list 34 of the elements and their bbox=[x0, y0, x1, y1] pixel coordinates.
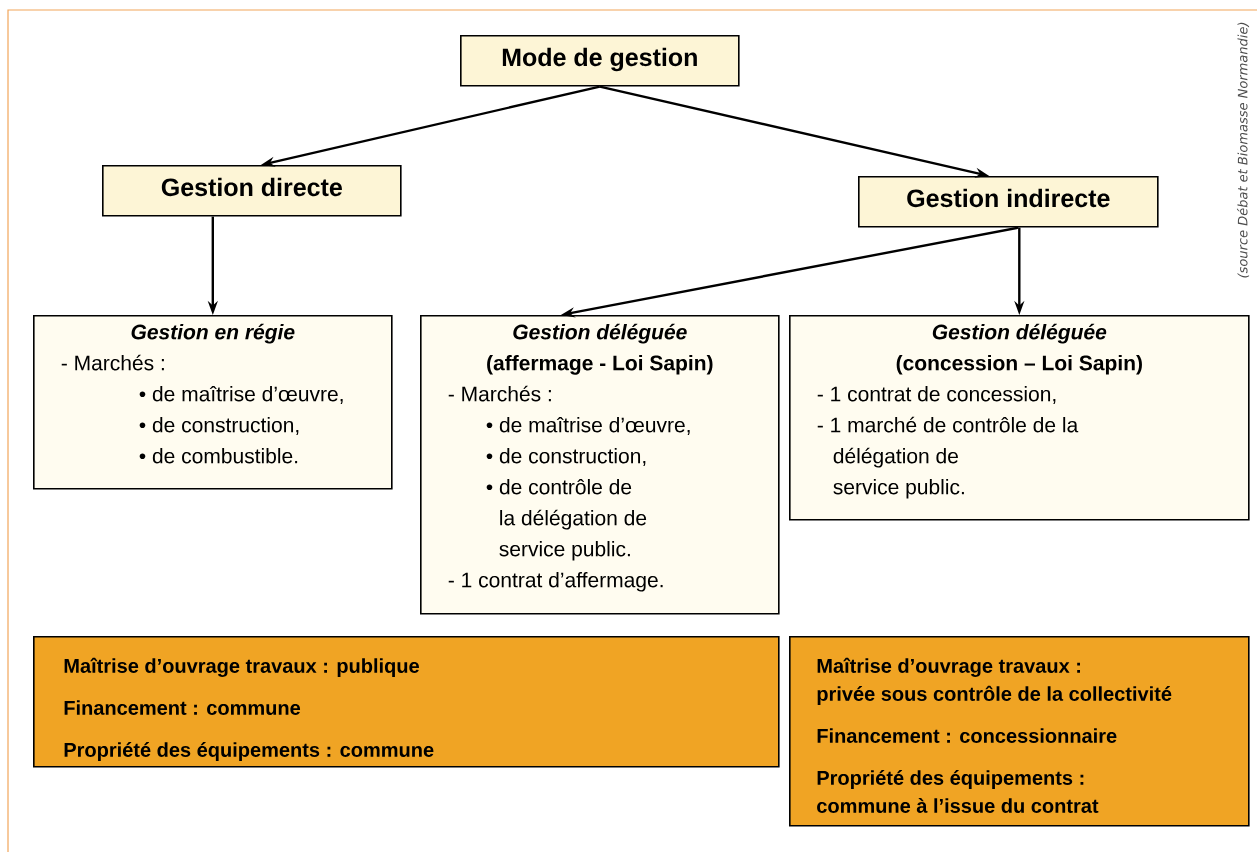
heading-text: (affermage - Loi Sapin) bbox=[487, 355, 713, 375]
heading-text: Mode de gestion bbox=[502, 47, 697, 72]
summary-box bbox=[33, 636, 780, 768]
description-box bbox=[33, 315, 393, 490]
description-box bbox=[420, 315, 780, 615]
list-item: - 1 contrat d’affermage. bbox=[448, 572, 663, 592]
info-line: Propriété des équipements : commune bbox=[64, 742, 434, 761]
info-line: Financement : concessionnaire bbox=[817, 728, 1117, 743]
heading-text: Gestion en régie bbox=[131, 323, 295, 344]
list-item: - 1 contrat de concession, bbox=[817, 386, 1056, 404]
info-line: Maîtrise d’ouvrage travaux : publique bbox=[64, 657, 419, 677]
source-note: (source Débat et Biomasse Normandie) bbox=[1236, 22, 1250, 278]
list-item: • de maîtrise d’œuvre, bbox=[139, 385, 343, 404]
heading-text: (concession – Loi Sapin) bbox=[896, 355, 1142, 375]
list-item: - 1 marché de contrôle de la délégation de service public. bbox=[817, 416, 1079, 499]
heading-text: Gestion déléguée bbox=[932, 323, 1107, 344]
heading-text: Gestion indirecte bbox=[907, 188, 1110, 208]
description-box bbox=[789, 315, 1250, 521]
heading-text: Gestion directe bbox=[161, 177, 342, 197]
list-item: • de combustible. bbox=[139, 448, 298, 464]
category-box bbox=[858, 176, 1159, 228]
list-item: • de construction, bbox=[139, 417, 299, 435]
heading-text: Gestion déléguée bbox=[513, 323, 687, 344]
info-line: Financement : commune bbox=[64, 700, 301, 715]
list-item: • de maîtrise d’œuvre, bbox=[486, 416, 690, 435]
list-item: • de contrôle de la délégation de service public. bbox=[486, 478, 647, 561]
info-line: Propriété des équipements : commune à l’issue du contrat bbox=[817, 770, 1099, 813]
category-box bbox=[102, 165, 402, 217]
summary-box bbox=[789, 636, 1250, 827]
list-item: - Marchés : bbox=[61, 354, 164, 371]
list-item: - Marchés : bbox=[448, 385, 551, 402]
list-item: • de construction, bbox=[486, 448, 646, 466]
info-line: Maîtrise d’ouvrage travaux : privée sous contrôle de la collectivité bbox=[817, 657, 1172, 705]
category-box bbox=[460, 35, 740, 87]
